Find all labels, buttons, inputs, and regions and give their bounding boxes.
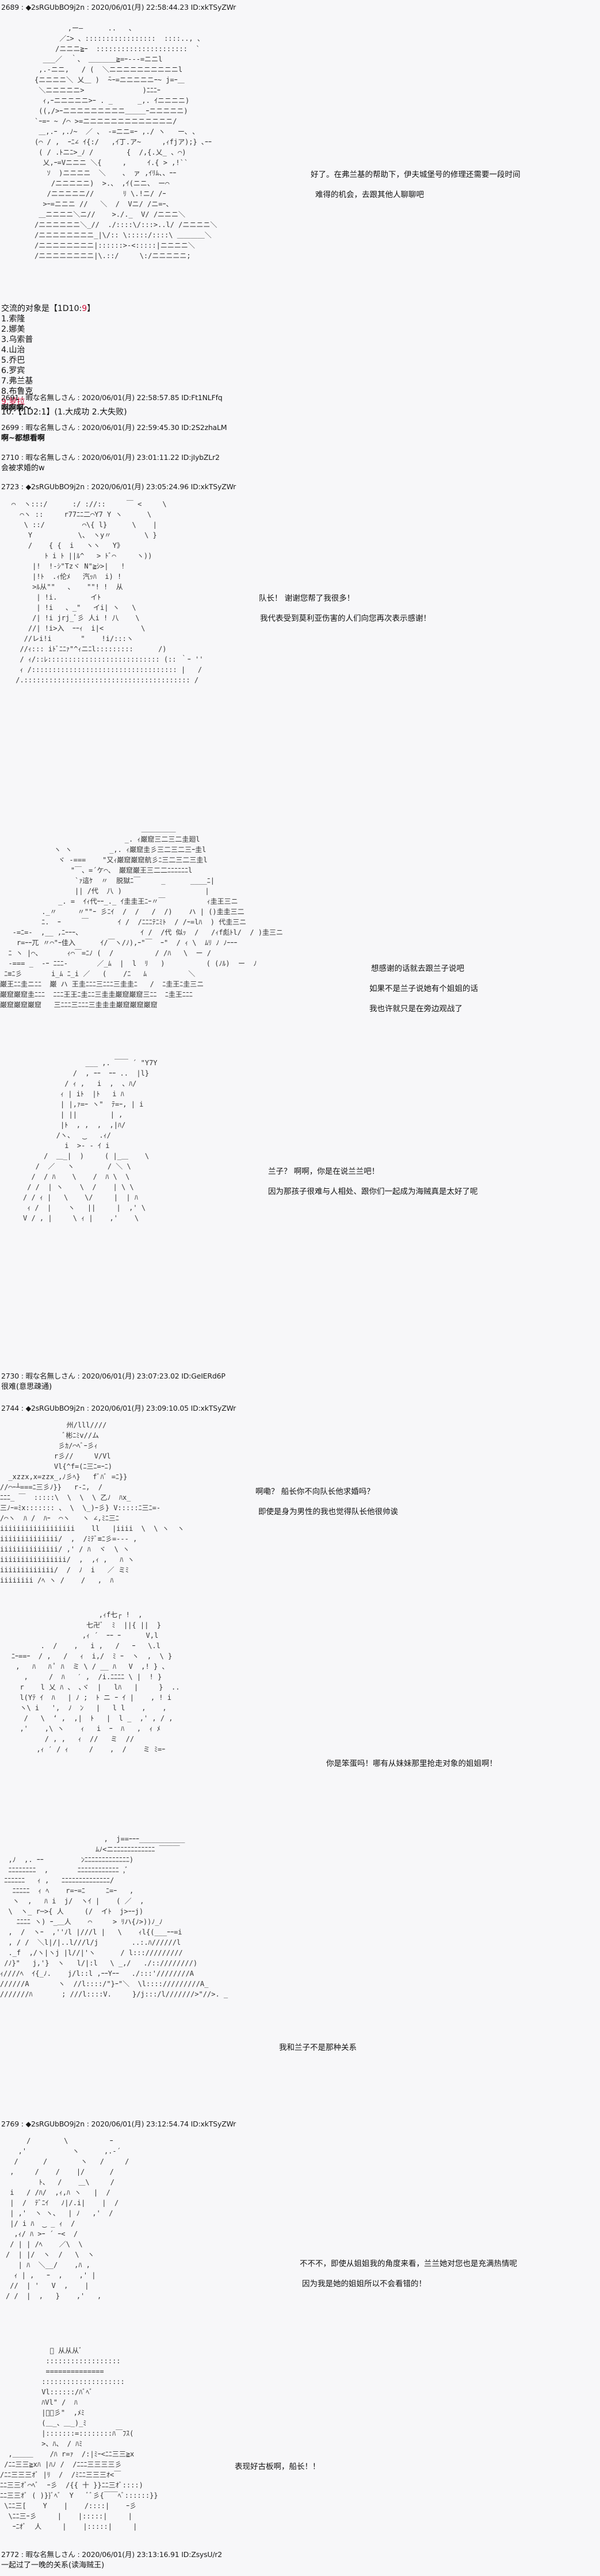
ascii-art-girl-hands-together: / \ ｰ ,' ヽ ,.-´ / / ヽ / / , / / |/ / ﾄ、 … xyxy=(6,2137,129,2300)
post-header: 2772 : 暇な名無しさん : 2020/06/01(月) 23:13:16.… xyxy=(1,2550,223,2559)
roll-option: 10.【1D2:1】(1.大成功 2.大失败) xyxy=(1,408,127,417)
dialogue-line: 我也许就只是在旁边观战了 xyxy=(369,1004,463,1013)
post-header: 2691 : 暇な名無しさん : 2020/06/01(月) 22:58:57.… xyxy=(1,393,223,402)
roll-option: 4.山治 xyxy=(1,345,25,355)
post-body: 很难(意思疎通) xyxy=(1,1383,52,1391)
ascii-art-prison-scene: ＿＿＿＿＿ _. ｨ巌窟三二三二圭廻l ヽ ヽ _,. ｨ巌窟圭彡三二三二三ｰ圭… xyxy=(0,825,284,1009)
ascii-art-armored-character: ﾞ 从从从ﾞ :::::::::::::::::: ==============… xyxy=(0,2347,158,2531)
ascii-art-embarrassed-character: , j==ｰｰｰ___________ ﾑﾉ<ニﾆﾆﾆﾆﾆﾆﾆﾆﾆﾆﾆﾆ ￣￣￣… xyxy=(0,1835,228,1998)
dialogue-line: 队长！ 谢谢您帮了我很多！ xyxy=(259,594,355,603)
dialogue-line: 即使是身为男性的我也觉得队长他很帅诶 xyxy=(258,1507,398,1517)
dialogue-line: 难得的机会，去跟其他人聊聊吧 xyxy=(315,190,424,199)
dice-roll-list: 交流的对象是【1D10:9】 1.索隆 2.娜美 3.乌索普 4.山治 5.乔巴… xyxy=(1,304,127,417)
post-header: 2723 : ◆2sRGUbBO9j2n : 2020/06/01(月) 23:… xyxy=(1,482,236,491)
dialogue-line: 兰子？ 啊啊，你是在说兰兰吧！ xyxy=(268,1167,380,1176)
roll-title: 交流的对象是【1D10:9】 xyxy=(1,304,95,313)
roll-option: 8.布鲁克 xyxy=(1,387,33,396)
post-body: 一起过了一晚的关系(读海贼王) xyxy=(1,2561,105,2570)
ascii-art-girl-standing: ⌒ ヽ:::/ :/ ://:: ￣ < \ ⌒ヽ :: r77ﾆﾆ二⌒Y7 Y… xyxy=(12,500,204,684)
post-header: 2710 : 暇な名無しさん : 2020/06/01(月) 23:01:11.… xyxy=(1,453,220,462)
dialogue-line: 如果不是兰子说她有个姐姐的话 xyxy=(369,984,478,993)
post-header: 2744 : ◆2sRGUbBO9j2n : 2020/06/01(月) 23:… xyxy=(1,1404,236,1412)
dialogue-line: 想感谢的话就去跟兰子说吧 xyxy=(371,964,464,973)
dialogue-line: 因为那孩子很难与人相处、跟你们一起成为海贼真是太好了呢 xyxy=(268,1187,478,1196)
dialogue-line: 表现好古板啊，船长！！ xyxy=(235,2462,320,2471)
dialogue-line: 我和兰子不是那种关系 xyxy=(279,2043,357,2052)
roll-option-selected: 9.萝拉 xyxy=(1,397,25,406)
roll-option: 7.弗兰基 xyxy=(1,377,33,386)
post-body: 啊啊啊～ xyxy=(1,404,32,413)
roll-option: 2.娜美 xyxy=(1,325,25,334)
ascii-art-girl-smiling: ___ ,. ￣￣ ´ "Y7Y / , ｰｰ ｰｰ .. |l} / ｨ , … xyxy=(23,1059,158,1222)
post-body: 会被求婚的w xyxy=(1,464,45,473)
post-header: 2730 : 暇な名無しさん : 2020/06/01(月) 23:07:23.… xyxy=(1,1372,226,1380)
dialogue-line: 啊嘞？ 船长你不向队长他求婚吗？ xyxy=(255,1487,374,1496)
roll-option: 6.罗宾 xyxy=(1,366,25,375)
dialogue-line: 不不不，即使从姐姐我的角度来看，兰兰她对您也是充满热情呢 xyxy=(300,2259,517,2268)
roll-option: 5.乔巴 xyxy=(1,356,25,365)
dialogue-line: 好了。在弗兰基的帮助下，伊夫城堡号的修理还需要一段时间 xyxy=(311,170,521,179)
roll-option: 3.乌索普 xyxy=(1,335,33,344)
ascii-art-skeleton-captain: 州/lll//// ﾞ彬ﾆﾐv//ム 彡ｶ/⌒ﾍﾞｰ彡ｨ r彡// V/Vl V… xyxy=(0,1421,185,1584)
post-header: 2769 : ◆2sRGUbBO9j2n : 2020/06/01(月) 23:… xyxy=(1,2120,236,2128)
ascii-art-angry-girl: ,ｨf七┌ ! , 七卍ﾞ ﾐ ||{ || } ,ｨ ´ ｰｰ ｰ V,l .… xyxy=(12,1611,180,1753)
dialogue-line: 我代表受到莫利亚伤害的人们向您再次表示感谢！ xyxy=(260,614,431,623)
post-body: 啊~都想看啊 xyxy=(1,434,45,443)
ascii-art-hat-character: ,ー― .. 、 ／ﾆ> 、::::::::::::::::: ::::.., … xyxy=(35,24,217,260)
post-header: 2699 : 暇な名無しさん : 2020/06/01(月) 22:59:45.… xyxy=(1,423,227,432)
dialogue-line: 你是笨蛋吗！哪有从妹妹那里抢走对象的姐姐啊！ xyxy=(326,1759,497,1768)
dialogue-line: 因为我是她的姐姐所以不会看错的！ xyxy=(302,2279,426,2289)
post-header: 2689 : ◆2sRGUbBO9j2n : 2020/06/01(月) 22:… xyxy=(1,3,236,11)
roll-option: 1.索隆 xyxy=(1,314,25,324)
